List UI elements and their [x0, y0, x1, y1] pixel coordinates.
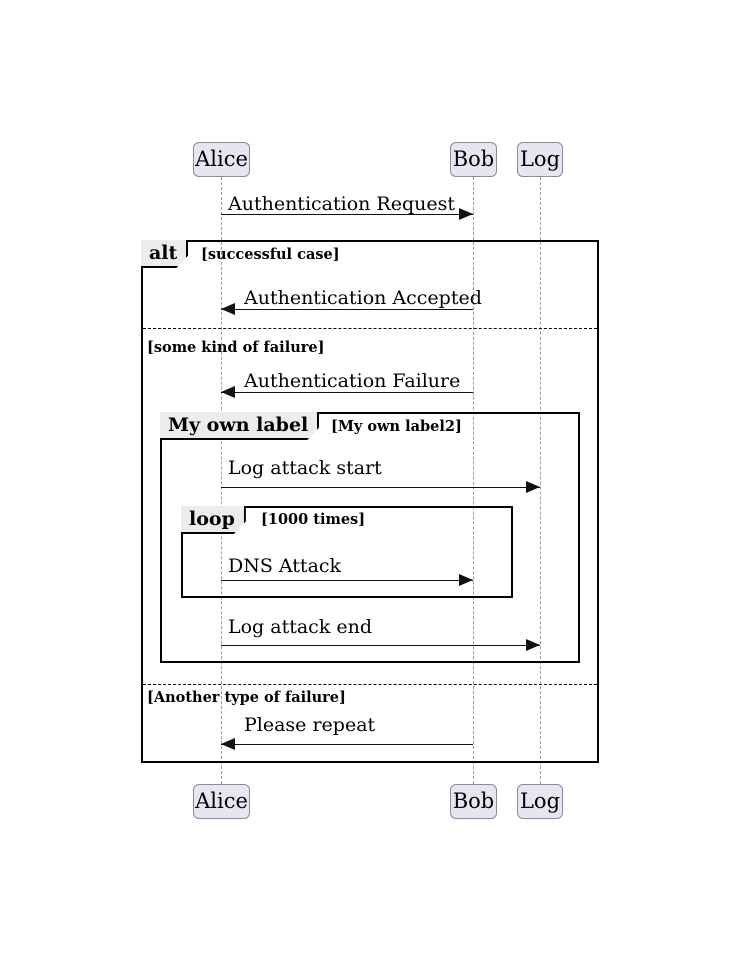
fragment-alt[interactable] [141, 240, 599, 763]
participant-label-bob-bottom: Bob [452, 789, 495, 813]
message-line-please-repeat [221, 744, 473, 745]
fragment-loop[interactable] [181, 506, 513, 598]
participant-label-bob-top: Bob [452, 147, 495, 171]
fragment-alt-guard-3: [Another type of failure] [147, 689, 346, 706]
message-label-authentication-accepted: Authentication Accepted [244, 287, 482, 309]
lifeline-log [540, 177, 541, 784]
fragment-loop-guard-1: [1000 times] [261, 511, 366, 528]
message-label-dns-attack: DNS Attack [228, 555, 342, 577]
message-line-dns-attack [221, 580, 473, 581]
lifeline-bob [473, 177, 474, 784]
participant-label-alice-top: Alice [195, 147, 248, 171]
fragment-my-own-label-operator-label: My own label [168, 413, 309, 436]
fragment-alt-separator-2 [143, 684, 597, 685]
fragment-alt-operator-label: alt [149, 241, 178, 264]
message-arrowhead-dns-attack [459, 573, 473, 586]
fragment-my-own-label-operator-tab: My own label [160, 412, 319, 440]
message-arrowhead-authentication-failure [221, 385, 235, 398]
participant-box-bob-bottom[interactable]: Bob [450, 784, 497, 819]
fragment-alt-guard-1: [successful case] [201, 246, 340, 263]
fragment-loop-operator-tab: loop [181, 506, 246, 534]
participant-box-alice-bottom[interactable]: Alice [193, 784, 250, 819]
message-label-log-attack-end: Log attack end [228, 616, 373, 638]
fragment-my-own-label[interactable] [160, 412, 580, 663]
message-arrowhead-authentication-accepted [221, 302, 235, 315]
fragment-alt-separator-1 [143, 328, 597, 329]
fragment-alt-operator-tab: alt [141, 240, 188, 268]
message-arrowhead-log-attack-end [526, 638, 540, 651]
participant-box-alice-top[interactable]: Alice [193, 142, 250, 177]
message-label-log-attack-start: Log attack start [228, 457, 382, 479]
lifeline-alice [221, 177, 222, 784]
fragment-alt-guard-2: [some kind of failure] [147, 339, 325, 356]
participant-label-log-top: Log [519, 147, 561, 171]
participant-label-log-bottom: Log [519, 789, 561, 813]
participant-label-alice-bottom: Alice [195, 789, 248, 813]
message-line-authentication-request [221, 214, 473, 215]
message-line-authentication-accepted [221, 309, 473, 310]
message-arrowhead-authentication-request [459, 207, 473, 220]
message-arrowhead-log-attack-start [526, 480, 540, 493]
message-line-authentication-failure [221, 392, 473, 393]
message-label-please-repeat: Please repeat [244, 714, 376, 736]
message-label-authentication-request: Authentication Request [228, 193, 455, 215]
fragment-my-own-label-guard-1: [My own label2] [331, 418, 462, 435]
message-arrowhead-please-repeat [221, 737, 235, 750]
message-line-log-attack-start [221, 487, 540, 488]
message-label-authentication-failure: Authentication Failure [244, 370, 461, 392]
participant-box-bob-top[interactable]: Bob [450, 142, 497, 177]
participant-box-log-top[interactable]: Log [517, 142, 563, 177]
message-line-log-attack-end [221, 645, 540, 646]
fragment-loop-operator-label: loop [189, 507, 235, 530]
participant-box-log-bottom[interactable]: Log [517, 784, 563, 819]
